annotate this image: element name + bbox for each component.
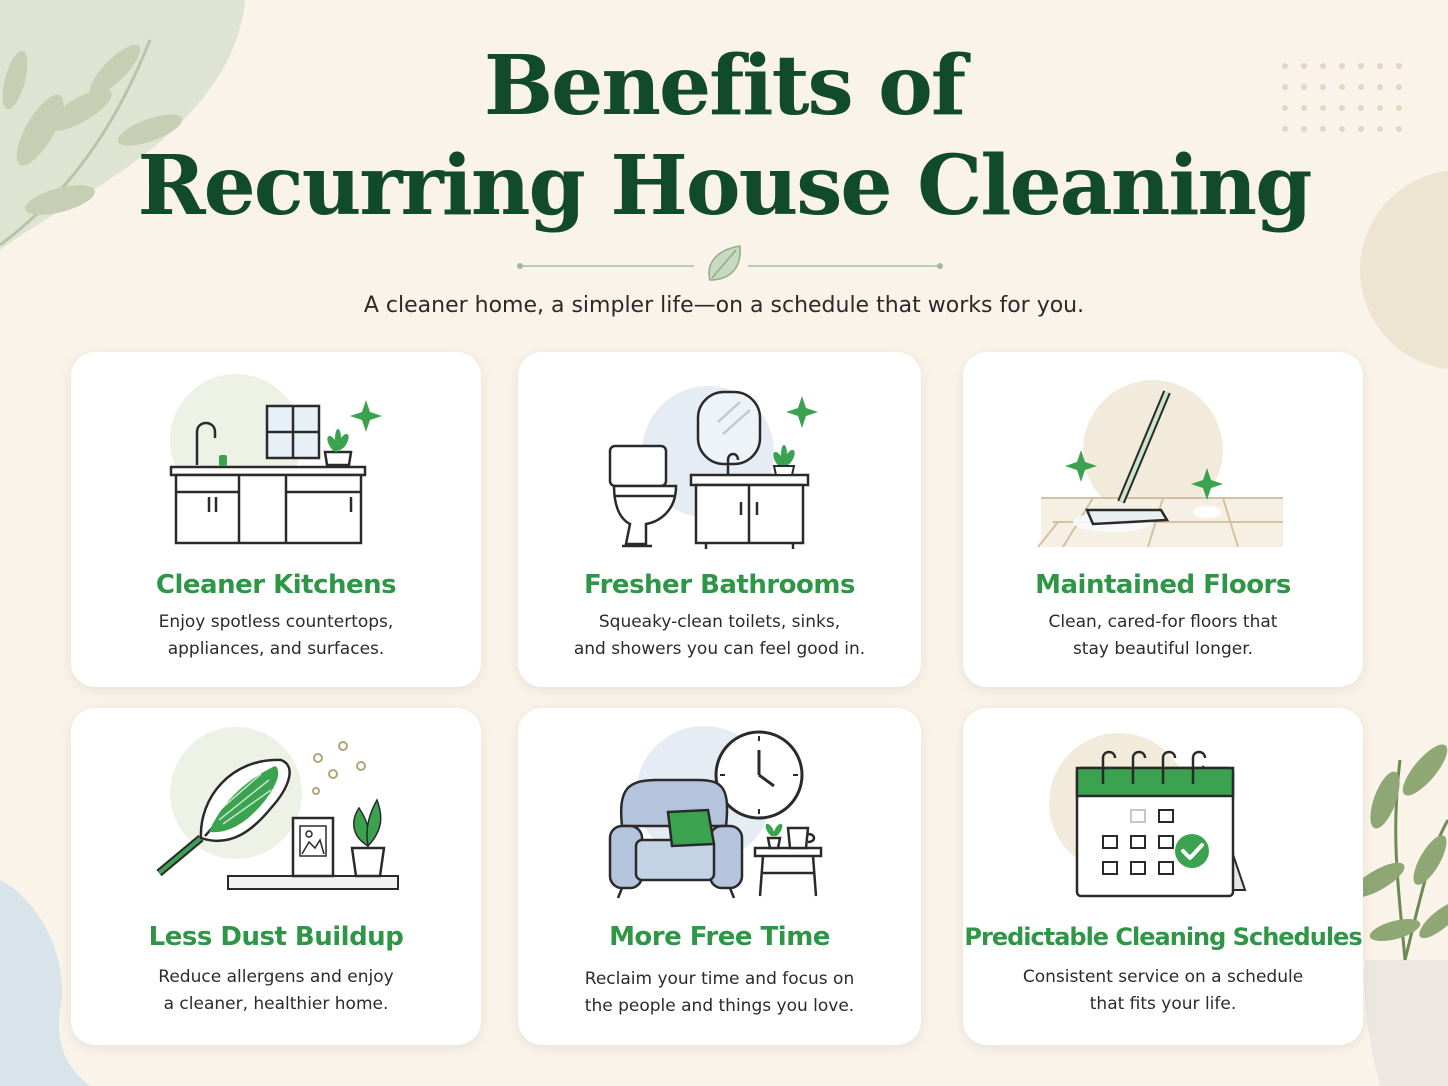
kitchen-icon: [169, 374, 382, 545]
card-title: Predictable Cleaning Schedules: [964, 923, 1362, 951]
clock-icon: [714, 730, 804, 820]
benefit-card-dust: Less Dust Buildup Reduce allergens and e…: [71, 708, 481, 1045]
card-description: Squeaky-clean toilets, sinks,and showers…: [573, 612, 866, 659]
checkmark-icon: [1175, 834, 1209, 868]
mop-icon: [1037, 380, 1283, 548]
card-title: Cleaner Kitchens: [155, 570, 397, 600]
page-title-line-2: Recurring House Cleaning: [137, 138, 1312, 234]
page-title-line-1: Benefits of: [483, 38, 966, 134]
sparkle-icon: [1065, 450, 1097, 482]
sparkle-icon: [786, 396, 818, 428]
card-title: Maintained Floors: [1035, 570, 1291, 600]
page-subtitle: A cleaner home, a simpler life—on a sche…: [363, 293, 1085, 318]
benefit-card-kitchens: Cleaner Kitchens Enjoy spotless countert…: [71, 352, 481, 687]
sparkle-icon: [350, 400, 382, 432]
leaf-icon: [708, 245, 741, 281]
sparkle-icon: [1191, 468, 1223, 500]
armchair-clock-icon: [608, 726, 823, 899]
feather-duster-icon: [156, 727, 399, 890]
card-title: More Free Time: [609, 922, 830, 952]
bathroom-icon: [608, 386, 818, 549]
benefit-card-bathrooms: Fresher Bathrooms Squeaky-clean toilets,…: [518, 352, 921, 687]
benefit-card-schedules: Predictable Cleaning Schedules Consisten…: [963, 708, 1363, 1045]
benefit-card-free-time: More Free Time Reclaim your time and foc…: [518, 708, 921, 1045]
card-title: Less Dust Buildup: [148, 922, 404, 952]
calendar-check-icon: [1049, 733, 1247, 898]
card-description: Enjoy spotless countertops,appliances, a…: [158, 612, 394, 659]
benefit-card-floors: Maintained Floors Clean, cared-for floor…: [963, 352, 1363, 687]
card-title: Fresher Bathrooms: [584, 570, 855, 600]
leaf-divider: [517, 245, 943, 281]
